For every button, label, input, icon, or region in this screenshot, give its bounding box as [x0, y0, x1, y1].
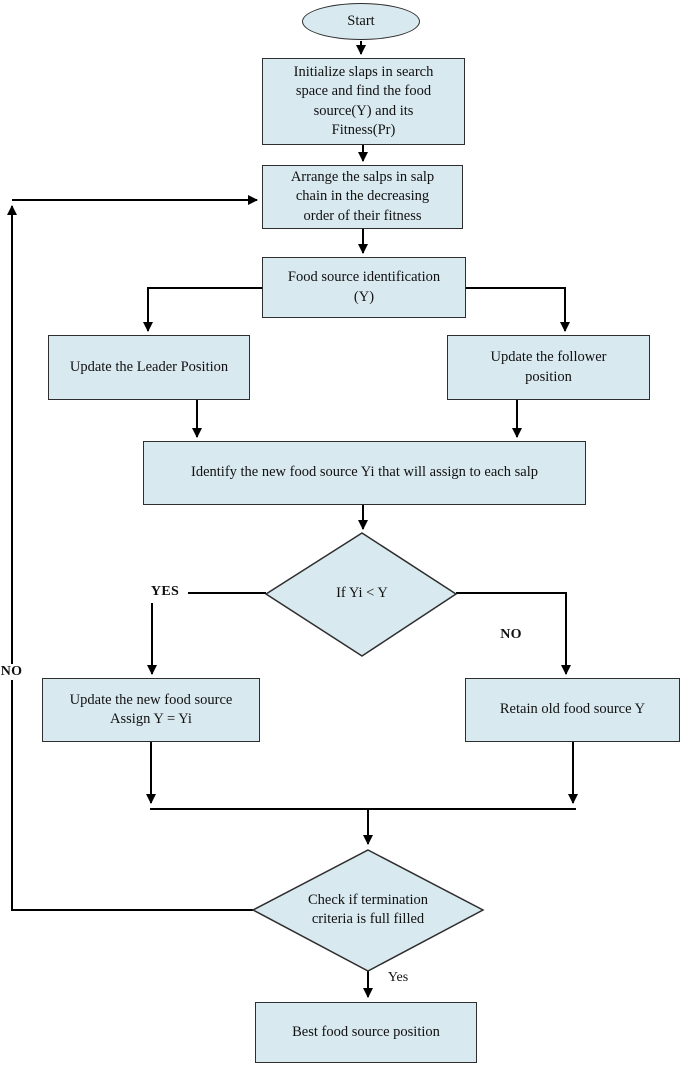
initialize-node: Initialize slaps in search space and fin…	[262, 58, 465, 145]
update-leader-label: Update the Leader Position	[69, 358, 229, 375]
connector-foodsource-leader	[143, 287, 262, 332]
retain-old-node: Retain old food source Y	[465, 678, 680, 742]
best-node: Best food source position	[255, 1002, 477, 1063]
food-source-label: Food source identification (Y)	[287, 269, 441, 305]
update-new-node: Update the new food source Assign Y = Yi	[42, 678, 260, 742]
decision-termination-diamond	[251, 849, 485, 972]
yes-decision-edge-label: YES	[150, 584, 180, 599]
yes-termination-edge-label: Yes	[387, 970, 409, 985]
arrange-label: Arrange the salps in salp chain in the d…	[290, 169, 435, 224]
start-label: Start	[347, 12, 375, 29]
decision-yi-text: If Yi < Y	[292, 580, 432, 608]
update-follower-node: Update the follower position	[447, 335, 650, 400]
retain-old-label: Retain old food source Y	[499, 701, 646, 718]
initialize-label: Initialize slaps in search space and fin…	[293, 64, 434, 138]
update-follower-label: Update the follower position	[490, 349, 607, 385]
connector-loop-up	[6, 205, 253, 911]
update-leader-node: Update the Leader Position	[48, 335, 250, 400]
arrange-node: Arrange the salps in salp chain in the d…	[262, 165, 463, 229]
decision-termination-text: Check if termination criteria is full fi…	[280, 884, 456, 936]
decision-yi-diamond	[264, 532, 458, 657]
no-decision-edge-label: NO	[500, 627, 522, 642]
decision-termination-label: Check if termination criteria is full fi…	[308, 891, 428, 927]
identify-node: Identify the new food source Yi that wil…	[143, 441, 586, 505]
decision-yi-label: If Yi < Y	[336, 585, 388, 602]
connector-decision-no	[456, 592, 571, 675]
best-label: Best food source position	[292, 1023, 440, 1040]
start-node: Start	[302, 3, 420, 40]
update-new-label: Update the new food source Assign Y = Yi	[69, 691, 233, 727]
connector-foodsource-follower	[466, 287, 570, 332]
identify-label: Identify the new food source Yi that wil…	[191, 464, 538, 481]
no-loop-edge-label: NO	[0, 664, 23, 680]
food-source-node: Food source identification (Y)	[262, 257, 466, 318]
